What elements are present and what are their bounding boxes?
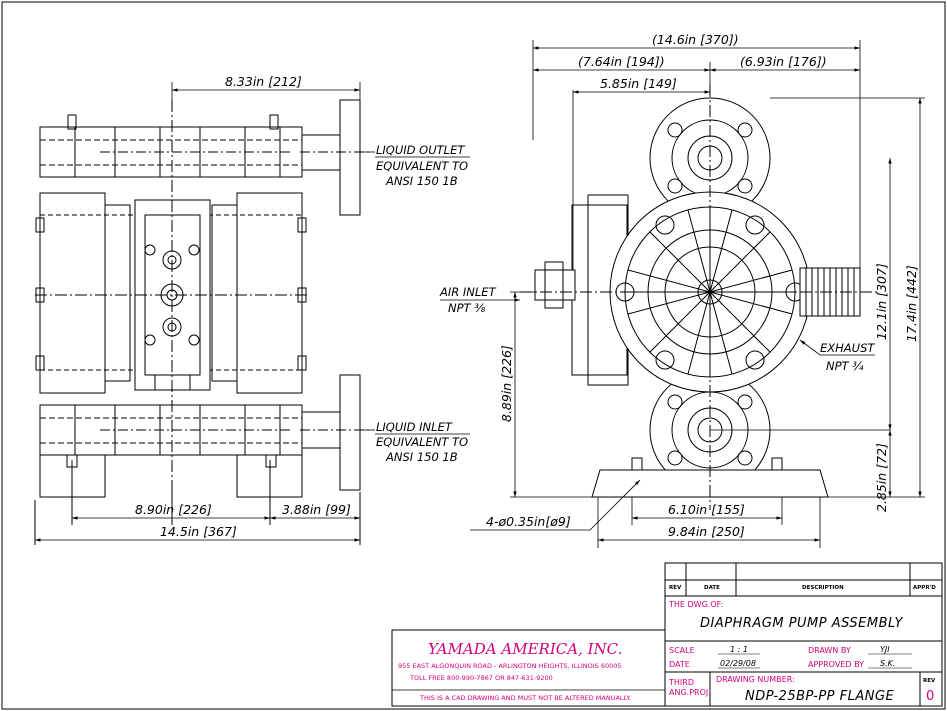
exhaust-label-2: NPT ¾ [826, 359, 864, 373]
side-view [520, 85, 880, 510]
liquid-inlet-label-3: ANSI 150 1B [385, 450, 458, 464]
dimension-lines [35, 40, 925, 548]
dim-left-half: (7.64in [194]) [578, 54, 665, 69]
dim-air-height: 8.89in [226] [499, 345, 514, 422]
company-address: 955 EAST ALGONQUIN ROAD - ARLINGTON HEIG… [398, 662, 622, 670]
front-view [34, 99, 370, 545]
dim-height-17: 17.4in [442] [904, 265, 919, 342]
cad-notice: THIS IS A CAD DRAWING AND MUST NOT BE AL… [419, 694, 631, 702]
tb-drawing-number: NDP-25BP-PP FLANGE [745, 689, 895, 704]
dim-right-half: (6.93in [176]) [740, 54, 827, 69]
tb-drawn-label: DRAWN BY [808, 646, 851, 655]
tb-approved-value: S.K. [880, 659, 895, 668]
dim-mount-holes: 4-ø0.35in[ø9] [486, 514, 571, 529]
liquid-outlet-label-1: LIQUID OUTLET [376, 143, 465, 157]
dim-base-inner: 6.10in [155] [668, 502, 745, 517]
tb-third-angle-2: ANG.PROJ. [669, 688, 711, 697]
liquid-outlet-label-3: ANSI 150 1B [385, 174, 458, 188]
company-block: YAMADA AMERICA, INC. 955 EAST ALGONQUIN … [391, 629, 666, 707]
tb-appr-header: APPR'D [913, 585, 936, 591]
tb-scale-label: SCALE [669, 646, 695, 655]
tb-date-value: 02/29/08 [720, 659, 756, 668]
tb-drawing-title: DIAPHRAGM PUMP ASSEMBLY [700, 616, 904, 631]
tb-rev-value: 0 [926, 689, 934, 704]
tb-approved-label: APPROVED BY [808, 660, 864, 669]
air-inlet-label-2: NPT ⅜ [448, 301, 485, 315]
tb-scale-value: 1 : 1 [730, 645, 748, 654]
dim-base-outer: 9.84in [250] [668, 524, 745, 539]
dim-outlet-offset: 8.33in [212] [225, 74, 302, 89]
liquid-inlet-label-2: EQUIVALENT TO [376, 435, 468, 449]
tb-date-header: DATE [704, 585, 720, 591]
exhaust-label-1: EXHAUST [820, 341, 875, 355]
tb-date-label: DATE [669, 660, 690, 669]
dim-front-total: 14.5in [367] [160, 524, 237, 539]
tb-dwg-of-label: THE DWG.OF: [668, 600, 723, 609]
company-phone: TOLL FREE 800-990-7867 OR 847-631-9200 [409, 674, 553, 682]
dim-front-left: 8.90in [226] [135, 502, 212, 517]
tb-rev-label: REV [923, 678, 936, 684]
tb-desc-header: DESCRIPTION [802, 585, 844, 591]
dim-overall-width: (14.6in [370]) [652, 32, 739, 47]
dim-base-height: 2.85in [72] [874, 443, 889, 512]
tb-drawn-value: YJI [880, 645, 890, 654]
air-inlet-label-1: AIR INLET [439, 285, 497, 299]
dim-front-right: 3.88in [99] [282, 502, 351, 517]
tb-third-angle-1: THIRD [668, 678, 694, 687]
dim-port-offset: 5.85in [149] [600, 76, 677, 91]
dim-height-12: 12.1in [307] [874, 263, 889, 340]
tb-drawing-number-label: DRAWING NUMBER: [716, 675, 795, 684]
liquid-inlet-label-1: LIQUID INLET [376, 420, 453, 434]
company-name: YAMADA AMERICA, INC. [428, 640, 622, 658]
title-block [664, 562, 943, 707]
liquid-outlet-label-2: EQUIVALENT TO [376, 159, 468, 173]
tb-rev-header: REV [669, 585, 682, 591]
